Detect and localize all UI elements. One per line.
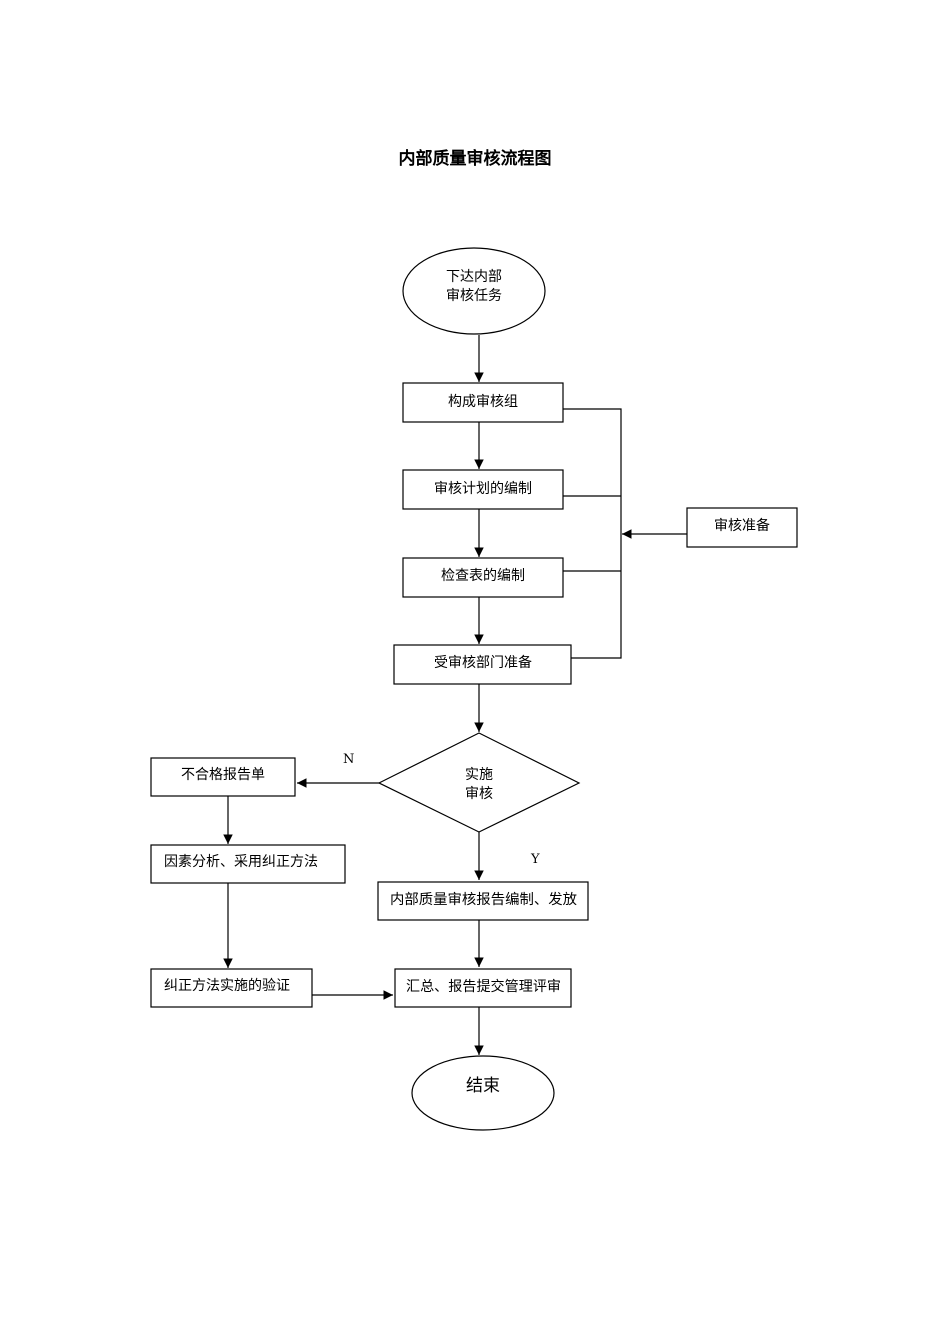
summary-label: 汇总、报告提交管理评审 [406,978,561,995]
report-node: 内部质量审核报告编制、发放 [377,881,589,921]
summary-node: 汇总、报告提交管理评审 [394,968,572,1008]
implement-decision: 实施 审核 [377,732,581,833]
form-team-node: 构成审核组 [402,382,564,423]
dept-prepare-label: 受审核部门准备 [434,654,532,671]
nonconform-node: 不合格报告单 [150,757,296,797]
start-node: 下达内部 审核任务 [402,247,546,335]
plan-label: 审核计划的编制 [434,481,532,497]
analysis-label: 因素分析、采用纠正方法 [164,854,318,870]
yes-label: Y [530,852,540,867]
checklist-node: 检查表的编制 [402,557,564,598]
checklist-label: 检查表的编制 [441,568,525,584]
implement-line-1: 实施 [465,767,493,783]
implement-line-2: 审核 [465,786,493,802]
dept-prepare-node: 受审核部门准备 [393,644,572,685]
page-title: 内部质量审核流程图 [398,149,552,169]
report-label: 内部质量审核报告编制、发放 [390,892,577,908]
audit-prepare-label: 审核准备 [714,517,770,534]
verify-node: 纠正方法实施的验证 [150,968,313,1008]
end-node: 结束 [411,1055,555,1131]
bracket-right [563,408,622,659]
plan-node: 审核计划的编制 [402,469,564,510]
verify-label: 纠正方法实施的验证 [164,978,290,994]
analysis-node: 因素分析、采用纠正方法 [150,844,346,884]
nonconform-label: 不合格报告单 [181,767,265,783]
no-label: N [343,752,354,767]
form-team-label: 构成审核组 [448,394,518,410]
start-node-line-1: 下达内部 [446,269,502,285]
start-node-line-2: 审核任务 [446,288,502,304]
connectors [223,335,687,1055]
audit-prepare-node: 审核准备 [686,507,798,548]
end-label: 结束 [466,1076,500,1096]
